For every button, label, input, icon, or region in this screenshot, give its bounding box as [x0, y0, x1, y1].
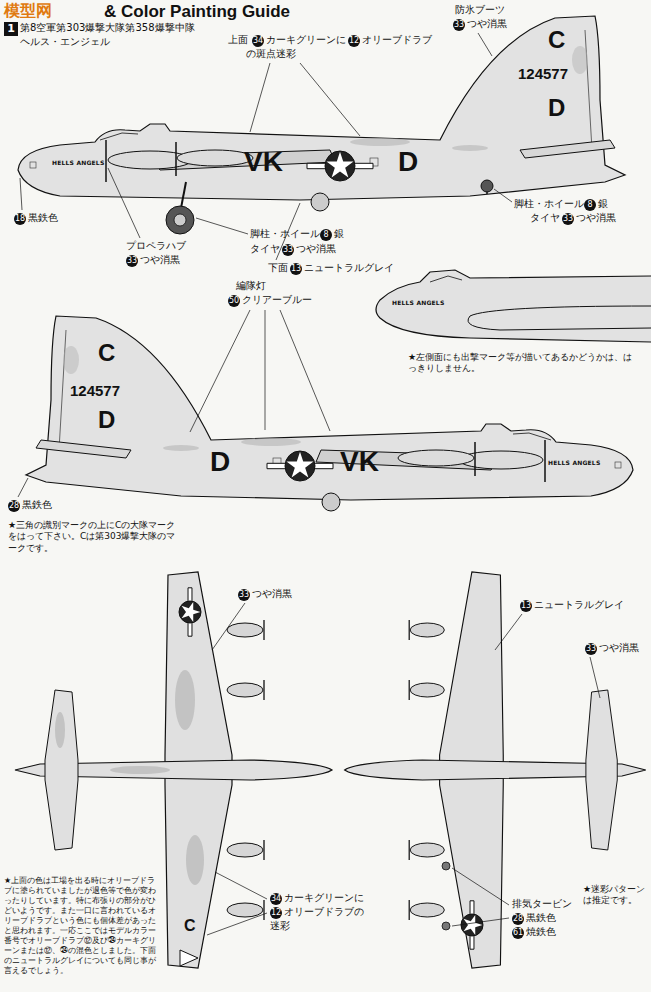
- callout-number: 12: [348, 35, 360, 47]
- part-name: タイヤ: [530, 212, 560, 224]
- color-name: ニュートラルグレイ: [534, 599, 624, 611]
- serial-number: 124577: [70, 383, 120, 398]
- part-name: 編隊灯: [236, 280, 266, 292]
- color-name: クリアーブルー: [242, 294, 312, 306]
- page-title: & Color Painting Guide: [104, 2, 290, 22]
- group-marking: C: [184, 918, 196, 934]
- callout-number: 28: [8, 500, 20, 512]
- callout-number: 13: [520, 600, 532, 612]
- serial-number: 124577: [518, 66, 568, 81]
- color-name: 焼鉄色: [526, 926, 556, 938]
- callout-number: 8: [584, 199, 596, 211]
- aircraft-marking: C: [548, 28, 565, 52]
- callout-number: 12: [270, 907, 282, 919]
- callout-number: 34: [270, 893, 282, 905]
- part-name: 防氷ブーツ: [455, 4, 505, 16]
- color-name: の斑点迷彩: [246, 48, 296, 60]
- color-name: つや消黒: [576, 212, 616, 224]
- callout-number: 13: [290, 263, 302, 275]
- nose-art: HELLS ANGELS: [52, 160, 104, 167]
- color-name: 黒鉄色: [28, 212, 58, 224]
- part-name: プロペラハブ: [126, 240, 186, 252]
- callout-number: 33: [126, 255, 138, 267]
- nose-inset: [376, 270, 651, 342]
- color-name: 黒鉄色: [22, 499, 52, 511]
- color-name: 迷彩: [270, 920, 290, 932]
- leader-lines: [18, 33, 600, 935]
- callout-number: 18: [14, 213, 26, 225]
- section-number: 1: [4, 22, 18, 36]
- unit-name: 第8空軍第303爆撃大隊第358爆撃中隊: [20, 22, 195, 34]
- part-name: 下面: [268, 262, 288, 274]
- aircraft-marking: D: [98, 408, 115, 432]
- color-name: オリーブドラブの: [284, 906, 364, 918]
- callout-number: 61: [512, 927, 524, 939]
- color-name: つや消黒: [599, 642, 639, 654]
- callout-number: 33: [453, 19, 465, 31]
- aircraft-marking: D: [210, 448, 230, 476]
- aircraft-name: ヘルス・エンジェル: [20, 36, 110, 48]
- color-name: オリーブドラブ: [362, 34, 432, 46]
- part-name: 上面: [228, 34, 248, 46]
- aircraft-marking: D: [398, 148, 418, 176]
- color-name: カーキグリーンに: [284, 892, 364, 904]
- part-name: 脚柱・ホイール: [250, 228, 320, 240]
- note-text: ★左側面にも出撃マーク等が描いてあるかどうかは、はっきりしません。: [408, 352, 636, 375]
- callout-number: 28: [512, 913, 524, 925]
- aircraft-marking: D: [548, 96, 565, 120]
- color-name: つや消黒: [252, 588, 292, 600]
- bottom-view: [345, 572, 646, 968]
- color-name: ニュートラルグレイ: [304, 262, 394, 274]
- note-text: ★迷彩パターンは推定です。: [583, 884, 647, 907]
- color-name: 銀: [334, 228, 344, 240]
- note-text: ★三角の識別マークの上にCの大隊マークをはって下さい。Cは第303爆撃大隊のマー…: [8, 520, 176, 554]
- part-name: 排気タービン: [512, 898, 572, 910]
- callout-number: 33: [238, 589, 250, 601]
- callout-number: 8: [320, 229, 332, 241]
- watermark: 模型网: [4, 2, 52, 20]
- color-name: つや消黒: [140, 254, 180, 266]
- callout-number: 50: [228, 295, 240, 307]
- side-view-left: [18, 16, 625, 234]
- color-name: 黒鉄色: [526, 912, 556, 924]
- color-name: つや消黒: [296, 243, 336, 255]
- callout-number: 33: [585, 643, 597, 655]
- side-view-right: [26, 316, 633, 511]
- callout-number: 33: [282, 244, 294, 256]
- color-name: 銀: [598, 198, 608, 210]
- nose-art: HELLS ANGELS: [392, 300, 444, 307]
- nose-art: HELLS ANGELS: [548, 460, 600, 467]
- color-name: つや消黒: [467, 18, 507, 30]
- aircraft-marking: C: [98, 341, 115, 365]
- color-name: カーキグリーンに: [266, 34, 346, 46]
- callout-number: 33: [562, 213, 574, 225]
- aircraft-marking: VK: [244, 148, 283, 176]
- aircraft-marking: VK: [340, 448, 379, 476]
- part-name: 脚柱・ホイール: [514, 198, 584, 210]
- callout-number: 34: [252, 35, 264, 47]
- note-text: ★上面の色は工場を出る時にオリーブドラブに塗られていましたが退色等で色が変わった…: [4, 876, 162, 976]
- part-name: タイヤ: [250, 243, 280, 255]
